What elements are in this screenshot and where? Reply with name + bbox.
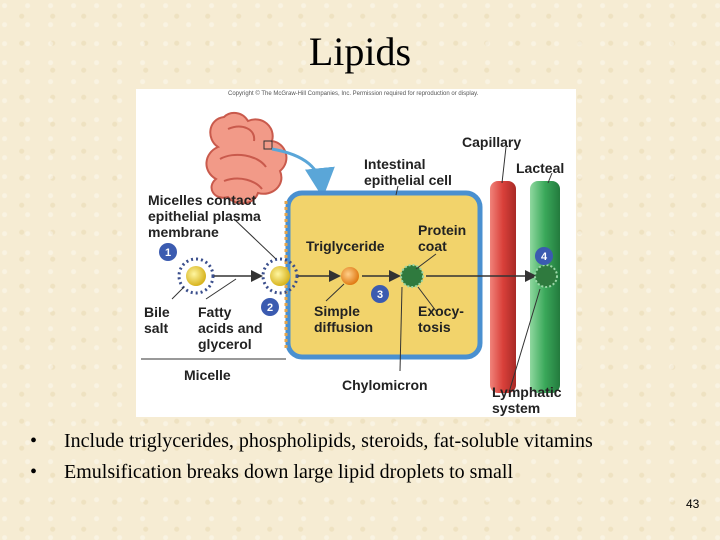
label-fatty-2: acids and bbox=[198, 320, 263, 336]
label-micelles-3: membrane bbox=[148, 224, 219, 240]
chylomicron-in-lacteal bbox=[534, 264, 558, 288]
label-simple-1: Simple bbox=[314, 303, 360, 319]
lipid-absorption-figure: Copyright © The McGraw-Hill Companies, I… bbox=[136, 89, 576, 417]
chylomicron-in-cell bbox=[400, 264, 424, 288]
small-intestine-illustration bbox=[205, 111, 288, 205]
label-exocytosis-1: Exocy- bbox=[418, 303, 464, 319]
svg-text:4: 4 bbox=[541, 251, 548, 263]
label-fatty-3: glycerol bbox=[198, 336, 252, 352]
page-number: 43 bbox=[686, 497, 700, 511]
label-micelles-1: Micelles contact bbox=[148, 192, 256, 208]
svg-text:3: 3 bbox=[377, 289, 383, 301]
bullet-glyph: • bbox=[30, 461, 38, 483]
label-protein-2: coat bbox=[418, 238, 447, 254]
label-fatty-1: Fatty bbox=[198, 304, 232, 320]
svg-text:1: 1 bbox=[165, 247, 171, 259]
label-lymphatic-1: Lymphatic bbox=[492, 384, 562, 400]
lacteal-vessel bbox=[530, 181, 560, 393]
label-protein-1: Protein bbox=[418, 222, 466, 238]
label-simple-2: diffusion bbox=[314, 319, 373, 335]
label-intestinal-1: Intestinal bbox=[364, 156, 425, 172]
bullet-list: • Include triglycerides, phospholipids, … bbox=[30, 430, 650, 492]
step-3-marker: 3 bbox=[371, 285, 389, 303]
label-lacteal: Lacteal bbox=[516, 160, 564, 176]
step-2-marker: 2 bbox=[261, 298, 279, 316]
step-4-marker: 4 bbox=[535, 247, 553, 265]
leader-lines bbox=[141, 146, 553, 390]
copyright-text: Copyright © The McGraw-Hill Companies, I… bbox=[228, 90, 479, 97]
bullet-glyph: • bbox=[30, 430, 38, 452]
svg-text:2: 2 bbox=[267, 302, 273, 314]
slide-title: Lipids bbox=[308, 29, 412, 74]
zoom-arrow bbox=[271, 147, 335, 198]
label-triglyceride: Triglyceride bbox=[306, 238, 385, 254]
bullet-item: • Include triglycerides, phospholipids, … bbox=[30, 430, 650, 453]
label-exocytosis-2: tosis bbox=[418, 319, 451, 335]
micelle-1 bbox=[177, 257, 215, 295]
label-capillary: Capillary bbox=[462, 134, 521, 150]
label-bile-1: Bile bbox=[144, 304, 170, 320]
label-lymphatic-2: system bbox=[492, 400, 540, 416]
label-bile-2: salt bbox=[144, 320, 168, 336]
capillary-vessel bbox=[490, 181, 516, 393]
label-chylomicron: Chylomicron bbox=[342, 377, 428, 393]
micelle-2 bbox=[261, 257, 299, 295]
step-1-marker: 1 bbox=[159, 243, 177, 261]
label-intestinal-2: epithelial cell bbox=[364, 172, 452, 188]
bullet-text: Include triglycerides, phospholipids, st… bbox=[64, 430, 593, 452]
bullet-text: Emulsification breaks down large lipid d… bbox=[64, 461, 513, 483]
label-micelles-2: epithelial plasma bbox=[148, 208, 261, 224]
triglyceride-droplet bbox=[341, 267, 359, 285]
bullet-item: • Emulsification breaks down large lipid… bbox=[30, 461, 650, 484]
label-micelle: Micelle bbox=[184, 367, 231, 383]
